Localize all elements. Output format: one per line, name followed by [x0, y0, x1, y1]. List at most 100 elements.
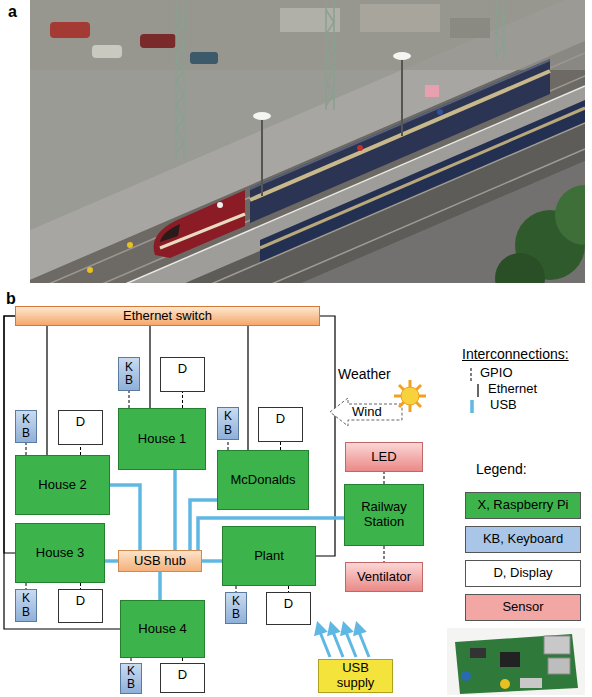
illustration-shape [394, 380, 426, 412]
legend-swatch: D, Display [465, 560, 581, 587]
gpio-link [280, 442, 281, 450]
node-text: House 1 [138, 432, 186, 447]
legend-text: Ethernet [488, 382, 537, 397]
illustration-shape [500, 652, 520, 667]
usb-cable [173, 470, 177, 550]
usb-cable [202, 559, 222, 563]
section-heading: Legend: [476, 461, 527, 477]
illustration-shape [548, 658, 570, 674]
illustration-shape [520, 678, 542, 688]
legend-text: KB, Keyboard [483, 532, 563, 547]
illustration-shape [329, 624, 338, 634]
illustration-shape [280, 8, 340, 32]
legend-text: X, Raspberry Pi [477, 498, 568, 513]
node-text: House 4 [138, 622, 186, 637]
illustration-shape [250, 59, 550, 223]
node-text: D [76, 594, 85, 609]
node-text: USB hub [134, 554, 186, 569]
display-box: D [160, 663, 205, 693]
illustration-shape [470, 400, 474, 413]
illustration-shape [330, 398, 402, 426]
illustration-shape [555, 185, 585, 245]
gpio-link [384, 546, 385, 562]
keyboard-box: K B [118, 357, 140, 391]
node-text: Railway Station [345, 500, 423, 530]
node-text: D [284, 597, 293, 612]
gpio-link [228, 440, 229, 450]
ethernet-cable [316, 316, 335, 556]
keyboard-box: K B [15, 410, 37, 443]
illustration-shape [253, 112, 271, 120]
node-text: D [76, 415, 85, 430]
display-box: D [266, 592, 311, 625]
legend-line-samples [471, 368, 478, 413]
legend-text: GPIO [480, 366, 513, 381]
panel-letter: a [8, 3, 17, 21]
illustration-shape [325, 0, 327, 110]
illustration-shape [320, 632, 330, 657]
keyboard-box: K B [217, 407, 239, 440]
illustration-shape [399, 385, 421, 407]
legend-text: D, Display [493, 566, 552, 581]
node-text: K B [22, 413, 30, 439]
illustration-shape [360, 4, 440, 32]
model-railway-photo [30, 0, 585, 283]
illustration-shape [87, 267, 93, 273]
usb-cable [105, 559, 118, 563]
illustration-shape [176, 10, 184, 154]
illustration-shape [471, 368, 472, 381]
illustration-shape [154, 190, 245, 258]
illustration-shape [450, 18, 490, 38]
usb-hub-box: USB hub [118, 550, 202, 572]
illustration-shape [30, 53, 585, 283]
illustration-shape [346, 632, 356, 657]
illustration-shape [544, 636, 570, 654]
display-box: D [160, 357, 205, 392]
sensor-box: LED [345, 442, 423, 472]
sensor-box: Ventilator [345, 562, 423, 592]
illustration-shape [30, 0, 585, 70]
ethernet-switch-box: Ethernet switch [15, 306, 320, 326]
illustration-shape [333, 632, 343, 657]
raspberry-pi-box: House 4 [120, 600, 205, 658]
illustration-shape [477, 384, 478, 397]
illustration-shape [401, 387, 419, 405]
usb-cable [110, 485, 140, 550]
illustration-shape [50, 22, 90, 38]
illustration-shape [495, 253, 545, 283]
keyboard-box: K B [15, 589, 37, 622]
illustration-shape [496, 8, 504, 56]
illustration-shape [357, 145, 363, 151]
raspberry-pi-box: Railway Station [344, 484, 424, 546]
sun-symbol [394, 380, 426, 412]
display-box: D [58, 589, 103, 623]
illustration-shape [447, 628, 585, 695]
node-text: House 2 [38, 478, 86, 493]
illustration-shape [326, 10, 334, 106]
node-text: K B [22, 592, 30, 618]
legend-swatch: KB, Keyboard [465, 526, 581, 553]
illustration-shape [437, 109, 443, 115]
illustration-shape [393, 52, 411, 60]
ethernet-cable [4, 316, 120, 629]
node-text: K B [224, 410, 232, 436]
gpio-link [384, 472, 385, 484]
panel-letter: b [6, 290, 16, 308]
section-heading: Interconnections: [462, 346, 569, 362]
illustration-shape [425, 85, 439, 97]
illustration-shape [261, 118, 263, 196]
illustration-shape [500, 679, 510, 689]
display-box: D [58, 410, 103, 445]
node-text: McDonalds [230, 473, 295, 488]
ethernet-cable [149, 326, 150, 408]
raspberry-pi-box: House 1 [118, 408, 206, 470]
keyboard-box: K B [225, 592, 247, 624]
node-text: Plant [254, 549, 284, 564]
raspberry-pi-box: House 3 [15, 523, 105, 583]
illustration-shape [316, 624, 325, 634]
node-text: USB supply [331, 661, 381, 691]
illustration-shape [399, 385, 421, 407]
node-text: K B [125, 361, 133, 387]
node-text: Ethernet switch [123, 309, 212, 324]
gpio-link [182, 392, 183, 408]
